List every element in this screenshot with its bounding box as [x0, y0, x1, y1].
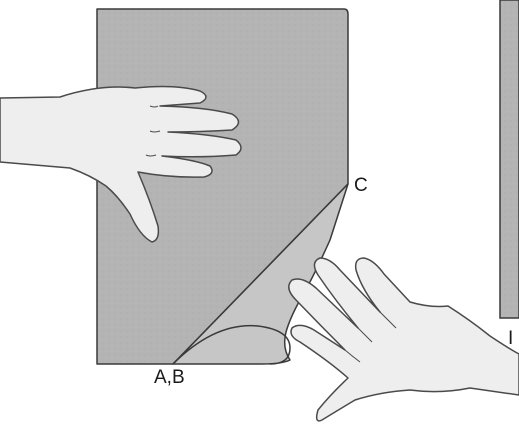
corner-label-c: C	[354, 176, 368, 195]
adjacent-panel	[500, 0, 519, 318]
corner-label-ab: A,B	[154, 368, 185, 387]
right-hand	[289, 258, 519, 421]
edge-label-fragment: I	[508, 329, 513, 348]
